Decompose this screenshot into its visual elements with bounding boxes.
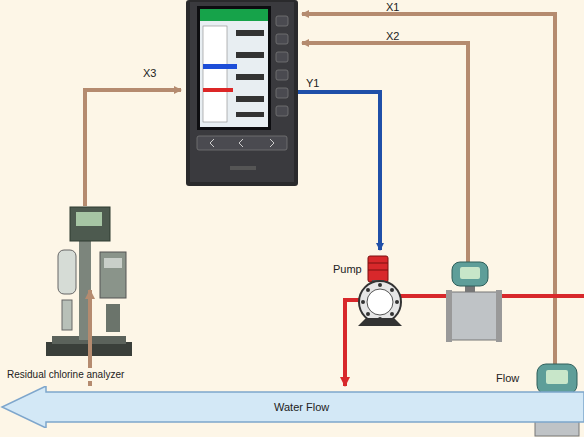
flowmeter-illustration <box>446 262 502 342</box>
signal-name: X3 <box>143 67 156 80</box>
pump-illustration <box>358 256 402 326</box>
node-label: Residual chlorine analyzer <box>5 368 126 381</box>
flow-connector <box>343 300 347 386</box>
signal-name: Y1 <box>306 77 319 90</box>
node-label: Flow <box>496 372 519 385</box>
controller <box>186 0 298 186</box>
signal-name: X2 <box>386 30 399 43</box>
signal-line <box>302 43 468 262</box>
pump-box: Pump <box>345 255 405 327</box>
node-label: Pump <box>333 263 362 276</box>
analyzer-box: Residual chlorine analyzer <box>48 200 132 290</box>
node-label: Water Flow <box>274 401 329 414</box>
water-flow-band: Water Flow <box>0 386 584 428</box>
signal-line <box>302 14 555 372</box>
output-line <box>298 92 380 250</box>
signal-line <box>85 90 181 206</box>
signal-name: X1 <box>386 1 399 14</box>
